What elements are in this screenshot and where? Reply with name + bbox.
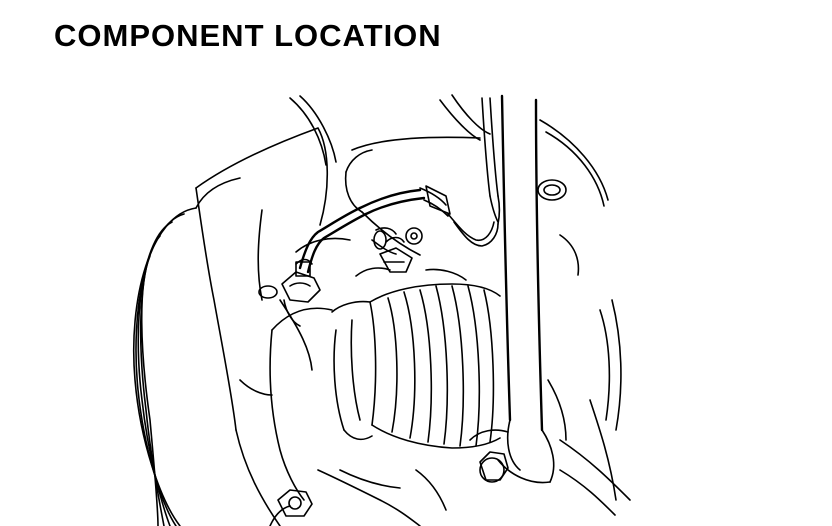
steering-knuckle xyxy=(195,95,421,526)
wheel-speed-sensor-harness xyxy=(298,97,501,274)
chassis-contours xyxy=(339,267,622,511)
page-title: COMPONENT LOCATION xyxy=(54,18,442,53)
stabilizer-link xyxy=(469,94,631,516)
wheel-speed-sensor xyxy=(281,258,321,327)
lower-ball-joint-nut xyxy=(269,489,313,526)
upper-control-arm xyxy=(344,94,609,276)
bracket-bolts xyxy=(371,227,423,273)
brake-rotor xyxy=(132,177,241,526)
drive-shaft-boot xyxy=(331,283,501,449)
